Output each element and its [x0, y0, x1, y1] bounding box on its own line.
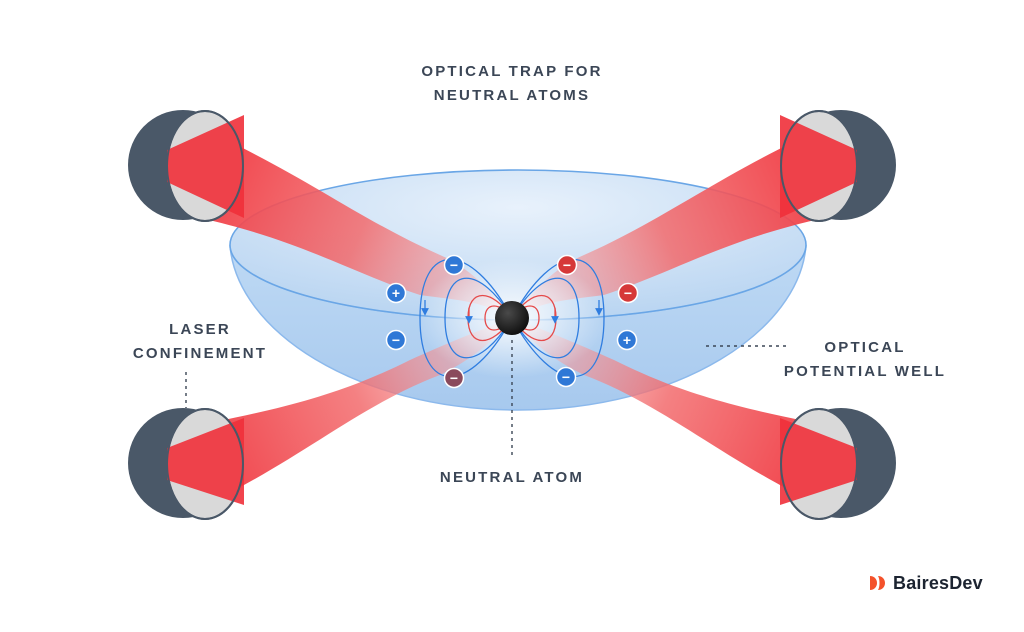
diagram-title: OPTICAL TRAP FOR NEUTRAL ATOMS [0, 60, 1024, 108]
lens-beam-spot [167, 418, 244, 505]
charge-symbol: − [562, 369, 570, 385]
charge-negative-right-outer: − [617, 282, 639, 304]
laser-label-line-1: LASER [169, 321, 231, 338]
charge-negative-right-top: − [556, 254, 578, 276]
lens-outline [780, 408, 858, 520]
charge-symbol: − [450, 257, 458, 273]
lens-outline [780, 110, 858, 222]
lens-beam-spot [167, 115, 244, 218]
laser-label-line-2: CONFINEMENT [132, 345, 268, 362]
laser-beam-bottom-left [172, 318, 512, 505]
title-line-1: OPTICAL TRAP FOR [421, 63, 603, 80]
field-line-mid-left [444, 277, 513, 359]
charge-negative-right-bottom: − [555, 366, 577, 388]
well-label-line-1: OPTICAL [824, 339, 906, 356]
charge-positive-left: + [385, 282, 407, 304]
lens-beam-spot [780, 115, 857, 218]
charges: + − − − − − + − [385, 254, 639, 389]
charge-symbol: − [450, 370, 458, 386]
charge-symbol: + [623, 332, 631, 348]
laser-confinement-label: LASER CONFINEMENT [110, 318, 290, 366]
leader-lines [185, 340, 786, 458]
laser-lens-top-left [128, 110, 244, 222]
lens-outline [166, 110, 244, 222]
charge-positive-right: + [616, 329, 638, 351]
neutral-atom-label: NEUTRAL ATOM [439, 469, 585, 486]
brand-name: BairesDev [893, 572, 983, 593]
laser-beam-bottom-right [512, 318, 852, 505]
charge-negative-left-top: − [443, 254, 465, 276]
bairesdev-logo-icon [870, 576, 885, 590]
lens-outline [166, 408, 244, 520]
charge-symbol: − [392, 332, 400, 348]
lens-beam-spot [780, 418, 857, 505]
charge-symbol: − [563, 257, 571, 273]
optical-potential-well-label: OPTICAL POTENTIAL WELL [775, 336, 955, 384]
field-line-outer-left [419, 259, 513, 377]
laser-beam-top-left [172, 115, 512, 318]
charge-negative-center-bottom: − [443, 367, 465, 389]
field-line-outer-right [511, 259, 605, 377]
laser-lens-top-right [780, 110, 896, 222]
laser-lens-bottom-right [780, 408, 896, 520]
laser-beams [172, 115, 852, 505]
laser-lens-bottom-left [128, 408, 244, 520]
well-label-line-2: POTENTIAL WELL [783, 363, 947, 380]
charge-negative-left-bottom: − [385, 329, 407, 351]
charge-symbol: − [624, 285, 632, 301]
charge-symbol: + [392, 285, 400, 301]
neutral-atom [495, 301, 529, 335]
title-line-2: NEUTRAL ATOMS [433, 87, 591, 104]
dipole-field-lines [419, 259, 605, 377]
field-line-mid-right [511, 277, 580, 359]
brand-logo: BairesDev [868, 570, 983, 596]
laser-beam-top-right [512, 115, 852, 318]
